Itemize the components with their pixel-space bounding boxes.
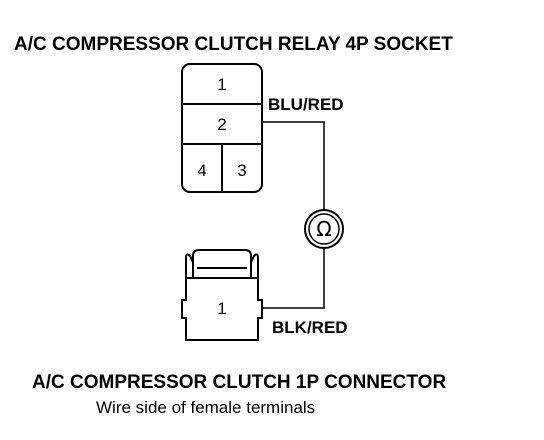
top-wire (262, 121, 325, 210)
top-wire-label: BLU/RED (268, 95, 344, 114)
socket-pin-4: 4 (197, 161, 206, 180)
connector-left-prong (185, 253, 194, 278)
connector-lock-tab (192, 249, 252, 278)
relay-socket-title: A/C COMPRESSOR CLUTCH RELAY 4P SOCKET (14, 34, 453, 55)
bottom-wire-label: BLK/RED (272, 318, 348, 337)
connector-subtitle: Wire side of female terminals (96, 398, 315, 417)
socket-pin-3: 3 (237, 161, 246, 180)
connector-right-prong (250, 253, 259, 278)
bottom-wire (262, 248, 325, 309)
socket-pin-2: 2 (217, 115, 226, 134)
ohmmeter-inner-ring (308, 213, 340, 245)
connector-1p: 1 (181, 249, 263, 341)
connector-title: A/C COMPRESSOR CLUTCH 1P CONNECTOR (32, 372, 446, 393)
relay-socket: 1 2 4 3 (181, 63, 263, 193)
ohm-symbol: Ω (316, 217, 331, 241)
socket-pin-1: 1 (217, 75, 226, 94)
ohmmeter-icon: Ω (304, 209, 344, 249)
connector-body (181, 277, 263, 341)
connector-pin-1: 1 (217, 299, 226, 318)
